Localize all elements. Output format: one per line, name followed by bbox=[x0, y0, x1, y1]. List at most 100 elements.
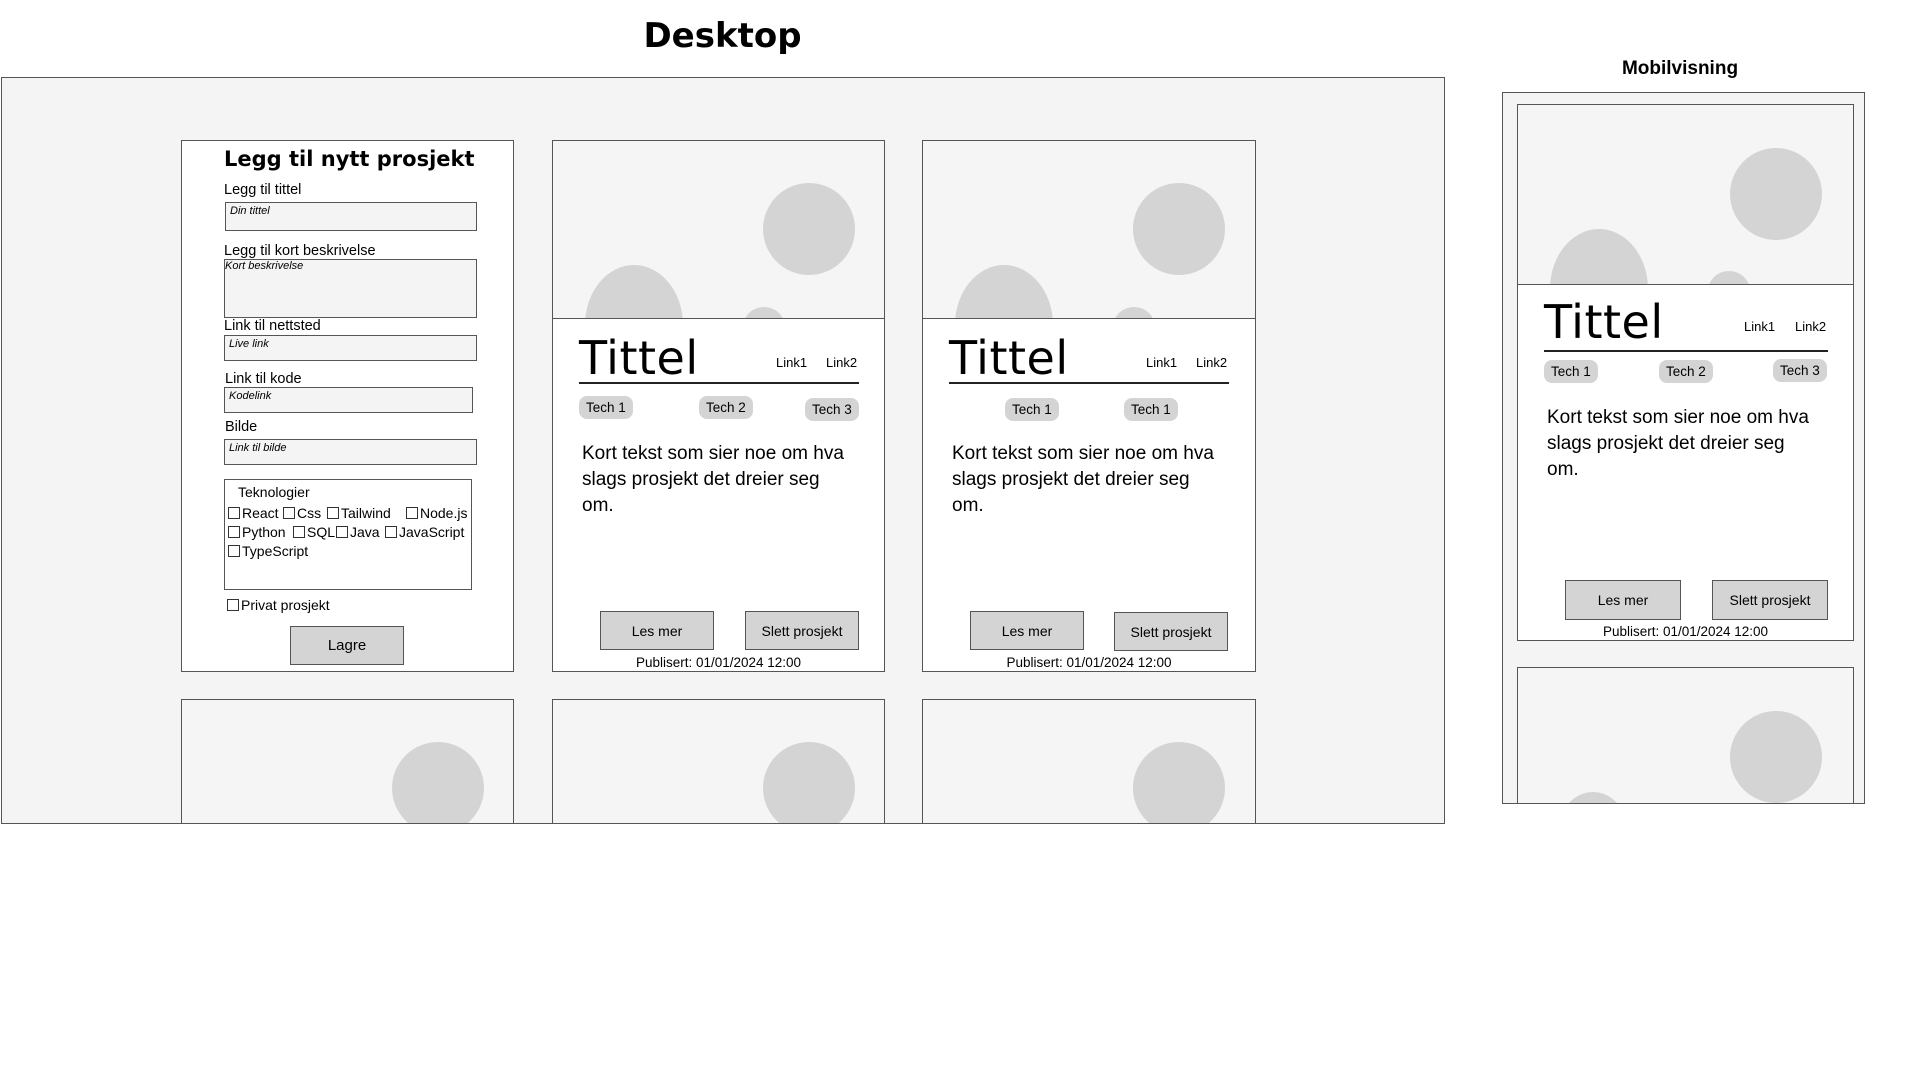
description-input[interactable]: Kort beskrivelse bbox=[224, 259, 477, 318]
description-label: Legg til kort beskrivelse bbox=[224, 243, 376, 259]
checkbox-private[interactable]: Privat prosjekt bbox=[227, 597, 330, 613]
divider bbox=[923, 318, 1255, 319]
delete-project-button[interactable]: Slett prosjekt bbox=[1712, 580, 1828, 620]
read-more-button[interactable]: Les mer bbox=[1565, 580, 1681, 620]
published-date: Publisert: 01/01/2024 12:00 bbox=[1006, 655, 1172, 670]
tech-badge: Tech 2 bbox=[699, 396, 753, 419]
mobile-project-card-partial bbox=[1517, 667, 1854, 803]
checkbox-icon bbox=[385, 526, 397, 538]
sun-shape bbox=[763, 742, 855, 823]
link2[interactable]: Link2 bbox=[1795, 319, 1827, 334]
divider bbox=[1518, 284, 1853, 285]
description-placeholder: Kort beskrivelse bbox=[225, 260, 304, 272]
image-placeholder bbox=[553, 700, 884, 823]
title-placeholder: Din tittel bbox=[230, 205, 270, 217]
technologies-box: Teknologier React Css Tailwind Node.js P… bbox=[224, 479, 472, 590]
code-placeholder: Kodelink bbox=[229, 390, 272, 402]
title-input[interactable]: Din tittel bbox=[225, 202, 477, 231]
checkbox-nodejs[interactable]: Node.js bbox=[406, 505, 467, 521]
checkbox-css[interactable]: Css bbox=[283, 505, 321, 521]
checkbox-icon bbox=[228, 507, 240, 519]
image-input[interactable]: Link til bilde bbox=[224, 439, 477, 465]
code-label: Link til kode bbox=[225, 371, 302, 387]
checkbox-icon bbox=[227, 599, 239, 611]
project-card: Tittel Link1 Link2 Tech 1 Tech 2 Tech 3 … bbox=[552, 140, 885, 672]
delete-project-button[interactable]: Slett prosjekt bbox=[1114, 612, 1228, 651]
divider bbox=[553, 318, 884, 319]
tech-badge: Tech 2 bbox=[1659, 360, 1713, 383]
checkbox-icon bbox=[327, 507, 339, 519]
website-placeholder: Live link bbox=[229, 338, 269, 350]
title-label: Legg til tittel bbox=[224, 182, 302, 198]
project-card-partial bbox=[922, 699, 1256, 823]
tech-badge: Tech 1 bbox=[579, 396, 633, 419]
sun-shape bbox=[1133, 742, 1225, 823]
hill-shape bbox=[585, 265, 683, 319]
read-more-button[interactable]: Les mer bbox=[600, 611, 714, 650]
checkbox-typescript[interactable]: TypeScript bbox=[228, 543, 308, 559]
checkbox-icon bbox=[293, 526, 305, 538]
title-underline bbox=[579, 382, 859, 384]
hill-shape bbox=[743, 307, 785, 319]
checkbox-java[interactable]: Java bbox=[336, 524, 380, 540]
form-title: Legg til nytt prosjekt bbox=[224, 147, 475, 171]
sun-shape bbox=[763, 183, 855, 275]
desktop-heading: Desktop bbox=[643, 16, 802, 56]
read-more-button[interactable]: Les mer bbox=[970, 611, 1084, 650]
new-project-form: Legg til nytt prosjekt Legg til tittel D… bbox=[181, 140, 514, 672]
mobile-project-card: Tittel Link1 Link2 Tech 1 Tech 2 Tech 3 … bbox=[1517, 104, 1854, 641]
desktop-frame: Legg til nytt prosjekt Legg til tittel D… bbox=[1, 77, 1445, 824]
card-title: Tittel bbox=[579, 331, 699, 385]
image-placeholder bbox=[182, 700, 513, 823]
sun-shape bbox=[1133, 183, 1225, 275]
checkbox-icon bbox=[283, 507, 295, 519]
mobile-heading: Mobilvisning bbox=[1621, 58, 1739, 79]
checkbox-javascript[interactable]: JavaScript bbox=[385, 524, 464, 540]
card-description: Kort tekst som sier noe om hva slags pro… bbox=[1547, 407, 1809, 480]
title-underline bbox=[949, 382, 1229, 384]
tech-badge: Tech 1 bbox=[1005, 398, 1059, 421]
tech-badge: Tech 3 bbox=[1773, 359, 1827, 382]
title-underline bbox=[1544, 350, 1828, 352]
checkbox-react[interactable]: React bbox=[228, 505, 279, 521]
link1[interactable]: Link1 bbox=[1744, 319, 1776, 334]
card-description: Kort tekst som sier noe om hva slags pro… bbox=[582, 443, 844, 516]
hill-shape bbox=[1113, 307, 1155, 319]
sun-shape bbox=[1730, 148, 1822, 240]
tech-badge: Tech 1 bbox=[1124, 398, 1178, 421]
save-button[interactable]: Lagre bbox=[290, 626, 404, 665]
image-placeholder bbox=[923, 141, 1255, 319]
checkbox-icon bbox=[228, 545, 240, 557]
card-title: Tittel bbox=[1544, 295, 1664, 349]
sun-shape bbox=[392, 742, 484, 823]
checkbox-python[interactable]: Python bbox=[228, 524, 286, 540]
checkbox-icon bbox=[406, 507, 418, 519]
delete-project-button[interactable]: Slett prosjekt bbox=[745, 611, 859, 650]
checkbox-icon bbox=[336, 526, 348, 538]
hill-shape bbox=[1558, 792, 1628, 803]
tech-badge: Tech 3 bbox=[805, 398, 859, 421]
code-input[interactable]: Kodelink bbox=[224, 387, 473, 413]
published-date: Publisert: 01/01/2024 12:00 bbox=[635, 655, 802, 670]
link2[interactable]: Link2 bbox=[1196, 355, 1228, 370]
mobile-frame: Tittel Link1 Link2 Tech 1 Tech 2 Tech 3 … bbox=[1502, 92, 1865, 804]
hill-shape bbox=[1550, 229, 1648, 285]
sun-shape bbox=[1730, 711, 1822, 803]
published-date: Publisert: 01/01/2024 12:00 bbox=[1602, 624, 1769, 639]
link1[interactable]: Link1 bbox=[1146, 355, 1178, 370]
image-placeholder bbox=[1518, 105, 1853, 285]
checkbox-sql[interactable]: SQL bbox=[293, 524, 335, 540]
link2[interactable]: Link2 bbox=[826, 355, 858, 370]
tech-badge: Tech 1 bbox=[1544, 360, 1598, 383]
card-description: Kort tekst som sier noe om hva slags pro… bbox=[952, 443, 1214, 516]
website-label: Link til nettsted bbox=[224, 318, 321, 334]
technologies-label: Teknologier bbox=[238, 484, 310, 500]
checkbox-tailwind[interactable]: Tailwind bbox=[327, 505, 391, 521]
project-card-partial bbox=[552, 699, 885, 823]
project-card: Tittel Link1 Link2 Tech 1 Tech 1 Kort te… bbox=[922, 140, 1256, 672]
link1[interactable]: Link1 bbox=[776, 355, 808, 370]
website-input[interactable]: Live link bbox=[224, 335, 477, 361]
image-placeholder bbox=[1518, 668, 1853, 803]
checkbox-icon bbox=[228, 526, 240, 538]
image-label: Bilde bbox=[225, 419, 258, 435]
